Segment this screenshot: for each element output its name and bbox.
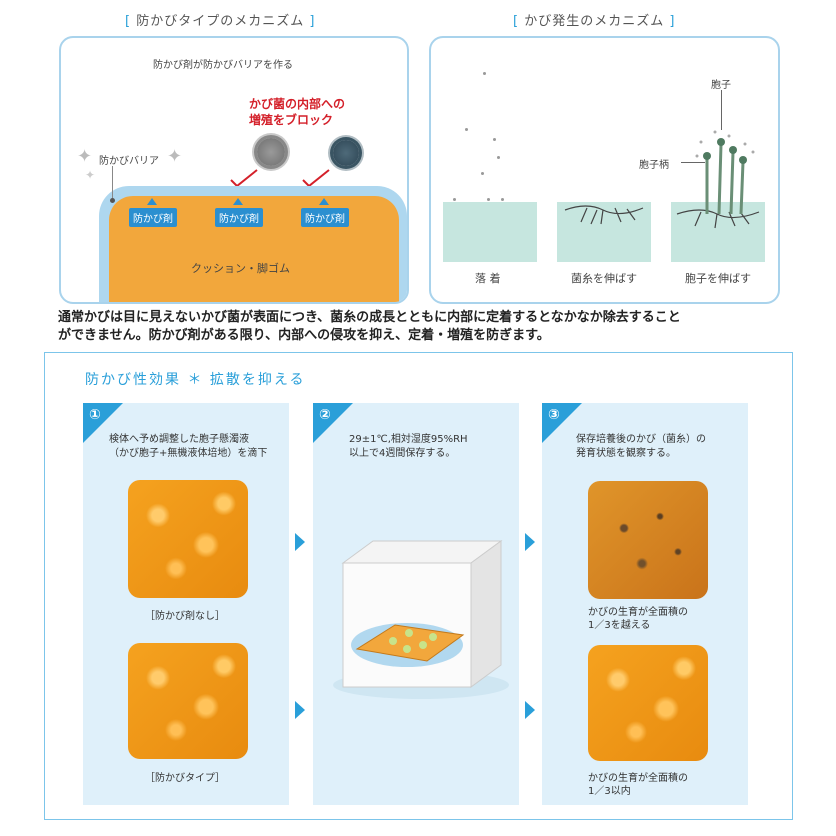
result-anti-mold-text-2: 1／3以内 — [588, 786, 631, 797]
step-2-text-1: 29±1℃,相対湿度95%RH — [349, 434, 468, 445]
step-3-badge — [542, 403, 582, 443]
block-text-1: かび菌の内部への — [249, 97, 346, 111]
spore-stalk-icon — [676, 130, 760, 229]
result-anti-mold-image — [588, 645, 708, 761]
sparkle-icon: ✦ — [85, 168, 96, 182]
hyphae-icon — [564, 205, 644, 225]
result-anti-mold-text-1: かびの生育が全面積の — [588, 773, 688, 784]
agent-arrow-icon — [233, 198, 243, 205]
result-no-agent-image — [588, 481, 708, 599]
spore-dot — [483, 72, 486, 75]
agent-label-1: 防かび剤 — [129, 208, 177, 227]
spore-dot — [493, 138, 496, 141]
step-1-column: ① 検体へ予め調整した胞子懸濁液 （かび胞子+無機液体培地）を滴下 ［防かび剤な… — [83, 403, 289, 805]
result-no-agent-text-1: かびの生育が全面積の — [588, 607, 688, 618]
sparkle-icon: ✦ — [167, 146, 183, 167]
sample-anti-mold-image — [128, 643, 248, 759]
anti-mold-mechanism-panel: 防かび剤が防かびバリアを作る かび菌の内部への 増殖をブロック ✦ ✦ ✦ 防か… — [59, 36, 409, 304]
step-3-column: ③ 保存培養後のかび（菌糸）の 発育状態を観察する。 かびの生育が全面積の 1／… — [542, 403, 748, 805]
agent-label-3: 防かび剤 — [301, 208, 349, 227]
sample-no-agent-caption: ［防かび剤なし］ — [145, 611, 225, 622]
flow-arrow-icon — [525, 533, 535, 551]
sample-anti-mold-caption: ［防かびタイプ］ — [145, 773, 225, 784]
description-line-1: 通常かびは目に見えないかび菌が表面につき、菌糸の成長とともに内部に定着するとなか… — [58, 310, 681, 325]
spore-dot — [501, 198, 504, 201]
spore-label: 胞子 — [711, 80, 731, 91]
spore-dot — [465, 128, 468, 131]
effect-title: 防かび性効果 ＊ 拡散を抑える — [85, 372, 306, 388]
step-3-number: ③ — [548, 407, 560, 423]
spore-dot — [481, 172, 484, 175]
mold-growth-mechanism-panel: 胞子 胞子柄 落 着 菌糸を伸ばす 胞子を伸ばす — [429, 36, 780, 304]
step-1-badge — [83, 403, 123, 443]
agar-stage-2 — [557, 202, 651, 262]
step-3-text-2: 発育状態を観察する。 — [576, 448, 676, 459]
agar-stage-1 — [443, 202, 537, 262]
barrier-caption: 防かび剤が防かびバリアを作る — [153, 60, 293, 71]
sample-no-agent-image — [128, 480, 248, 598]
block-text-2: 増殖をブロック — [249, 113, 334, 127]
left-section-title: [ 防かびタイプのメカニズム ] — [125, 14, 316, 29]
step-2-badge — [313, 403, 353, 443]
step-1-text-2: （かび胞子+無機液体培地）を滴下 — [109, 448, 268, 459]
agent-label-2: 防かび剤 — [215, 208, 263, 227]
agent-arrow-icon — [319, 198, 329, 205]
agent-arrow-icon — [147, 198, 157, 205]
result-no-agent-text-2: 1／3を越える — [588, 620, 651, 631]
spore-dot — [453, 198, 456, 201]
stage-label-1: 落 着 — [475, 272, 501, 285]
step-1-number: ① — [89, 407, 101, 423]
barrier-pointer-dot — [110, 198, 115, 203]
flow-arrow-icon — [295, 533, 305, 551]
stalk-pointer-line — [681, 162, 705, 163]
stage-label-2: 菌糸を伸ばす — [571, 272, 637, 285]
barrier-pointer-line — [112, 166, 113, 198]
mold-germ-icon — [257, 138, 285, 166]
step-2-column: ② 29±1℃,相対湿度95%RH 以上で4週間保存する。 — [313, 403, 519, 805]
step-2-number: ② — [319, 407, 331, 423]
sparkle-icon: ✦ — [77, 146, 93, 167]
step-2-text-2: 以上で4週間保存する。 — [349, 448, 456, 459]
stage-label-3: 胞子を伸ばす — [685, 272, 751, 285]
description-line-2: ができません。防かび剤がある限り、内部への侵攻を抑え、定着・増殖を防ぎます。 — [58, 328, 550, 343]
right-section-title: [ かび発生のメカニズム ] — [513, 14, 676, 29]
flow-arrow-icon — [525, 701, 535, 719]
flow-arrow-icon — [295, 701, 305, 719]
anti-mold-effect-box: 防かび性効果 ＊ 拡散を抑える ① 検体へ予め調整した胞子懸濁液 （かび胞子+無… — [44, 352, 793, 820]
step-1-text-1: 検体へ予め調整した胞子懸濁液 — [109, 434, 249, 445]
barrier-label: 防かびバリア — [99, 156, 159, 167]
incubator-illustration — [333, 540, 509, 699]
stalk-label: 胞子柄 — [639, 160, 669, 171]
mold-germ-icon — [333, 140, 359, 166]
spore-pointer-line — [721, 90, 722, 130]
spore-dot — [497, 156, 500, 159]
spore-dot — [487, 198, 490, 201]
material-label: クッション・脚ゴム — [191, 262, 290, 275]
step-3-text-1: 保存培養後のかび（菌糸）の — [576, 434, 706, 445]
